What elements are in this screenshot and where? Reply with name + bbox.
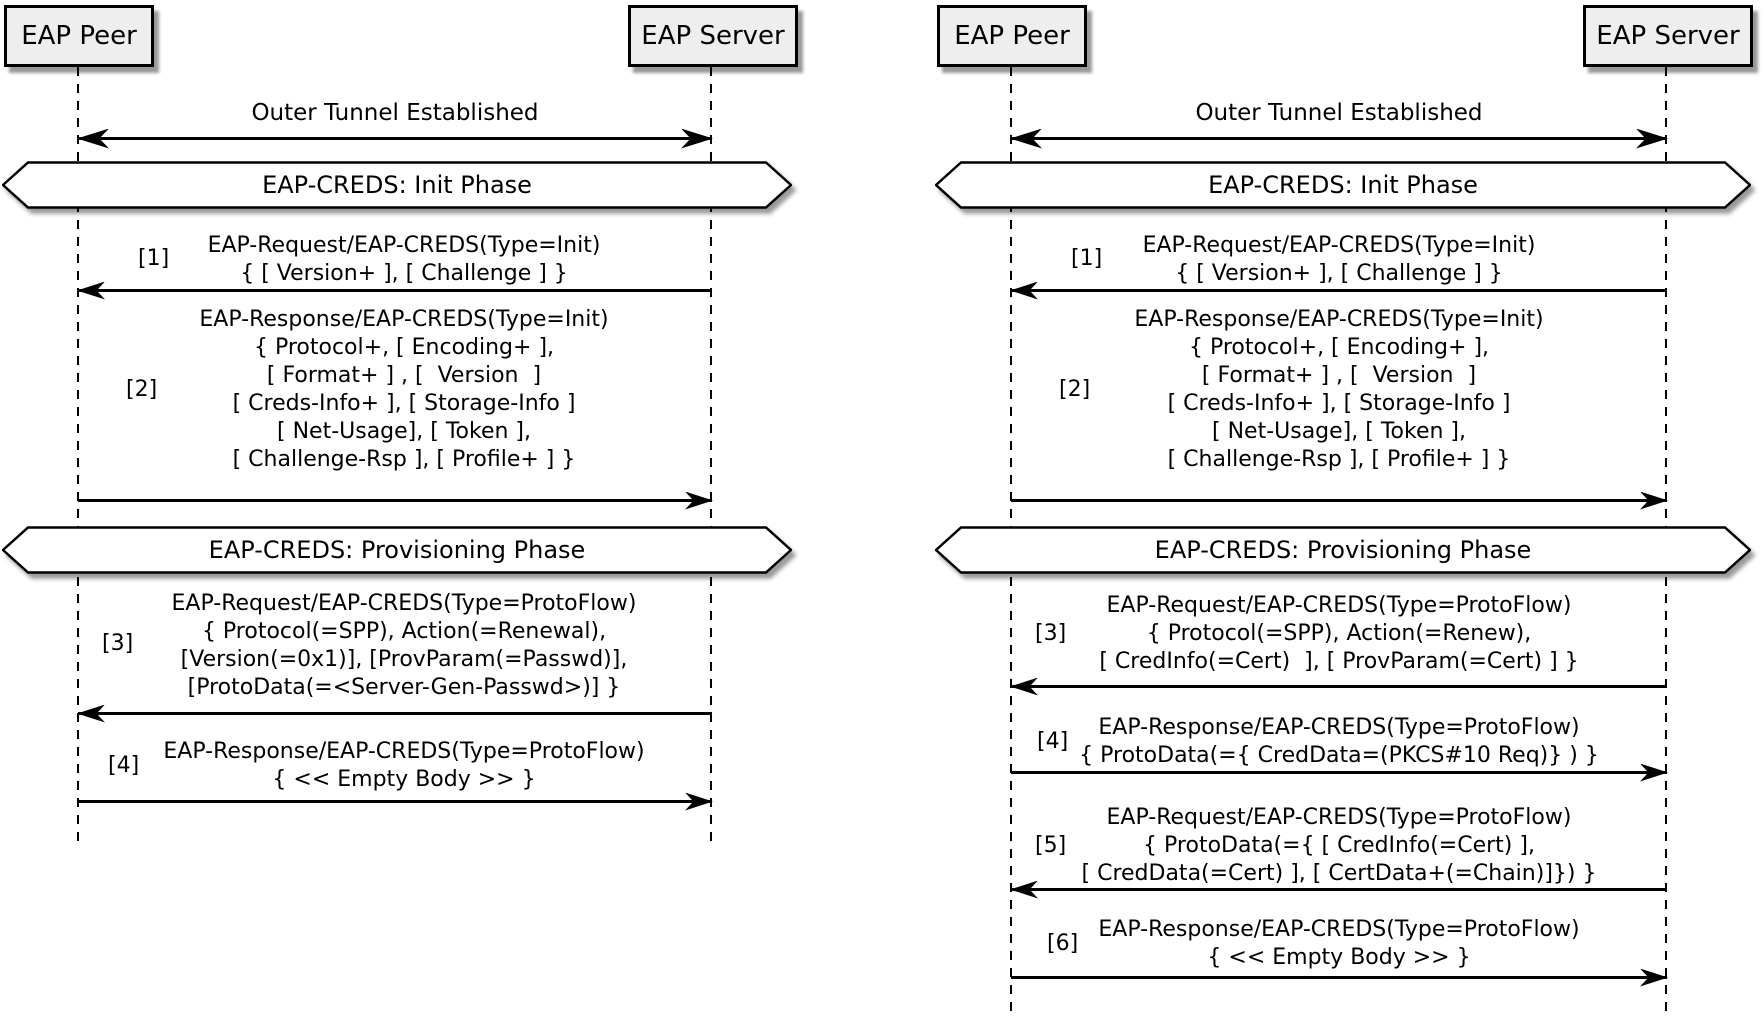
message-4: EAP-Response/EAP-CREDS(Type=ProtoFlow) {…	[96, 738, 712, 794]
actor-eap-server: EAP Server	[1583, 5, 1753, 67]
message-line: [Version(=0x1)], [ProvParam(=Passwd)],	[180, 647, 628, 672]
arrowhead-right-icon	[1640, 763, 1668, 782]
tunnel-established-label: Outer Tunnel Established	[1195, 100, 1483, 126]
message-line: EAP-Request/EAP-CREDS(Type=Init)	[207, 233, 601, 258]
message-line: [ Creds-Info+ ], [ Storage-Info ]	[232, 391, 576, 416]
phase-band-init-label: EAP-CREDS: Init Phase	[1208, 171, 1478, 199]
arrowhead-right-icon	[681, 128, 713, 149]
message-seq-label: [4]	[1037, 729, 1069, 754]
actor-eap-server: EAP Server	[628, 5, 798, 67]
message-line: { ProtoData(={ [ CredInfo(=Cert) ],	[1143, 833, 1535, 858]
tunnel-established-arrow	[77, 128, 713, 149]
message-line: [ Net-Usage], [ Token ],	[1212, 419, 1466, 444]
tunnel-established-arrow	[1010, 128, 1668, 149]
phase-band-init	[2, 161, 792, 209]
message-line: { [ Version+ ], [ Challenge ] }	[1175, 261, 1503, 286]
message-line: { [ Version+ ], [ Challenge ] }	[240, 261, 568, 286]
message-line: { << Empty Body >> }	[1207, 945, 1471, 970]
message-4: EAP-Response/EAP-CREDS(Type=ProtoFlow) {…	[1029, 714, 1649, 770]
arrowhead-right-icon	[685, 792, 713, 811]
message-seq-label: [4]	[108, 753, 140, 778]
message-line: [ Net-Usage], [ Token ],	[277, 419, 531, 444]
phase-band-init-label: EAP-CREDS: Init Phase	[262, 171, 532, 199]
message-line: [ Format+ ] , [ Version ]	[266, 363, 542, 388]
arrowhead-left-icon	[77, 704, 105, 723]
message-line: { Protocol(=SPP), Action(=Renewal),	[201, 619, 607, 644]
message-1: EAP-Request/EAP-CREDS(Type=Init) { [ Ver…	[96, 232, 712, 288]
tunnel-established-label: Outer Tunnel Established	[251, 100, 539, 126]
message-arrow-3	[77, 704, 712, 723]
message-line: EAP-Request/EAP-CREDS(Type=ProtoFlow)	[1106, 593, 1572, 618]
phase-band-init	[935, 161, 1751, 209]
message-line: { Protocol+, [ Encoding+ ],	[1188, 335, 1490, 360]
message-6: EAP-Response/EAP-CREDS(Type=ProtoFlow) {…	[1029, 916, 1649, 972]
message-5: EAP-Request/EAP-CREDS(Type=ProtoFlow) { …	[1029, 804, 1649, 888]
message-line: EAP-Request/EAP-CREDS(Type=Init)	[1142, 233, 1536, 258]
message-line: { Protocol+, [ Encoding+ ],	[253, 335, 555, 360]
message-line: [ CredData(=Cert) ], [ CertData+(=Chain)…	[1081, 861, 1597, 886]
message-line: EAP-Response/EAP-CREDS(Type=ProtoFlow)	[163, 739, 645, 764]
message-line: [ProtoData(=<Server-Gen-Passwd>)] }	[187, 675, 621, 700]
phase-band-provisioning	[2, 526, 792, 574]
arrowhead-right-icon	[1640, 491, 1668, 510]
message-line: EAP-Response/EAP-CREDS(Type=Init)	[199, 307, 609, 332]
message-2: EAP-Response/EAP-CREDS(Type=Init) { Prot…	[1029, 306, 1649, 474]
message-3: EAP-Request/EAP-CREDS(Type=ProtoFlow) { …	[96, 590, 712, 702]
message-arrow-2	[78, 491, 713, 510]
message-seq-label: [1]	[1071, 246, 1103, 271]
actor-eap-peer: EAP Peer	[937, 5, 1087, 67]
arrowhead-left-icon	[1010, 677, 1038, 696]
message-arrow-1	[77, 281, 712, 300]
message-arrow-6	[1011, 968, 1668, 987]
message-arrow-3	[1010, 677, 1667, 696]
message-line: [ Challenge-Rsp ], [ Profile+ ] }	[1167, 447, 1511, 472]
message-line: EAP-Response/EAP-CREDS(Type=Init)	[1134, 307, 1544, 332]
message-line: { << Empty Body >> }	[272, 767, 536, 792]
message-line: EAP-Request/EAP-CREDS(Type=ProtoFlow)	[171, 591, 637, 616]
message-line: EAP-Response/EAP-CREDS(Type=ProtoFlow)	[1098, 715, 1580, 740]
message-3: EAP-Request/EAP-CREDS(Type=ProtoFlow) { …	[1029, 592, 1649, 676]
message-arrow-4	[1011, 763, 1668, 782]
message-line: [ Creds-Info+ ], [ Storage-Info ]	[1167, 391, 1511, 416]
arrowhead-left-icon	[77, 128, 109, 149]
message-line: [ Challenge-Rsp ], [ Profile+ ] }	[232, 447, 576, 472]
arrowhead-right-icon	[1640, 968, 1668, 987]
message-arrow-2	[1011, 491, 1668, 510]
phase-band-provisioning-label: EAP-CREDS: Provisioning Phase	[1154, 536, 1532, 564]
message-line: EAP-Request/EAP-CREDS(Type=ProtoFlow)	[1106, 805, 1572, 830]
arrowhead-right-icon	[685, 491, 713, 510]
message-arrow-1	[1010, 281, 1667, 300]
message-arrow-5	[1010, 880, 1667, 899]
message-line: { Protocol(=SPP), Action(=Renew),	[1146, 621, 1532, 646]
arrowhead-left-icon	[1010, 281, 1038, 300]
message-seq-label: [2]	[1059, 377, 1091, 402]
message-line: { ProtoData(={ CredData=(PKCS#10 Req)} )…	[1079, 743, 1599, 768]
lifeline-eap-peer	[77, 67, 79, 847]
message-seq-label: [2]	[126, 377, 158, 402]
actor-eap-peer: EAP Peer	[4, 5, 154, 67]
message-seq-label: [1]	[138, 246, 170, 271]
message-seq-label: [3]	[102, 631, 134, 656]
message-line: EAP-Response/EAP-CREDS(Type=ProtoFlow)	[1098, 917, 1580, 942]
arrowhead-left-icon	[1010, 128, 1042, 149]
phase-band-provisioning-label: EAP-CREDS: Provisioning Phase	[208, 536, 586, 564]
arrowhead-left-icon	[77, 281, 105, 300]
message-line: [ Format+ ] , [ Version ]	[1201, 363, 1477, 388]
message-seq-label: [3]	[1035, 621, 1067, 646]
message-arrow-4	[78, 792, 713, 811]
message-1: EAP-Request/EAP-CREDS(Type=Init) { [ Ver…	[1029, 232, 1649, 288]
arrowhead-left-icon	[1010, 880, 1038, 899]
message-line: [ CredInfo(=Cert) ], [ ProvParam(=Cert) …	[1099, 649, 1579, 674]
arrowhead-right-icon	[1636, 128, 1668, 149]
message-seq-label: [6]	[1047, 931, 1079, 956]
message-2: EAP-Response/EAP-CREDS(Type=Init) { Prot…	[96, 306, 712, 474]
lifeline-eap-server	[710, 67, 712, 847]
phase-band-provisioning	[935, 526, 1751, 574]
message-seq-label: [5]	[1035, 833, 1067, 858]
